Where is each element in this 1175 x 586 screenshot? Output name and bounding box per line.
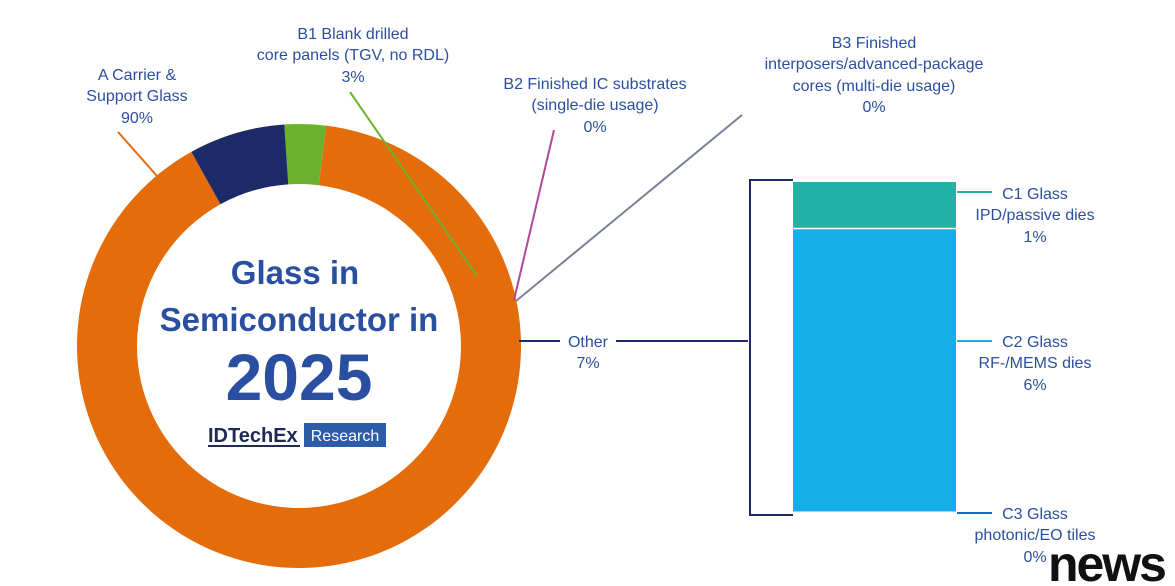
label-b1-value: 3% [341,69,364,86]
title-line-1: Glass in [231,254,359,291]
donut-chart [76,124,521,568]
leader-line-b3 [515,114,743,302]
label-other-value: 7% [576,355,599,372]
logo-brand-name: IDTechEx [208,425,298,447]
label-c3-line-1: C3 Glass [1002,506,1068,523]
label-c1-value: 1% [1023,229,1046,246]
label-other-line-1: Other [568,334,609,351]
leader-line-b1 [349,91,478,277]
label-c1: C1 Glass IPD/passive dies 1% [975,186,1094,246]
idtechex-logo: IDTechEx Research [208,423,386,447]
label-b1-line-1: B1 Blank drilled [297,26,408,43]
bar-segment-c1 [793,182,956,228]
label-b2-line-2: (single-die usage) [531,97,658,114]
label-c3: C3 Glass photonic/EO tiles 0% [975,506,1096,566]
news-watermark: news [1048,536,1165,586]
label-c1-line-2: IPD/passive dies [975,207,1094,224]
slice-b3-finished-interposers [284,124,289,185]
label-b2-value: 0% [583,119,606,136]
label-other: Other 7% [568,334,609,372]
label-b3-line-1: B3 Finished [832,35,917,52]
label-c3-value: 0% [1023,549,1046,566]
label-b1: B1 Blank drilled core panels (TGV, no RD… [257,26,449,86]
label-c3-line-2: photonic/EO tiles [975,527,1096,544]
title-year: 2025 [226,340,373,414]
label-b3-line-3: cores (multi-die usage) [793,78,956,95]
label-b2: B2 Finished IC substrates (single-die us… [503,76,686,136]
breakdown-bracket [749,179,793,516]
label-b1-line-2: core panels (TGV, no RDL) [257,47,449,64]
other-breakdown-bar [793,182,956,512]
slice-other [191,124,289,205]
label-a-line-1: A Carrier & [98,67,177,84]
label-c1-line-1: C1 Glass [1002,186,1068,203]
logo-tag-box [304,423,386,447]
label-b3-line-2: interposers/advanced-package [765,56,984,73]
label-b2-line-1: B2 Finished IC substrates [503,76,686,93]
label-b3: B3 Finished interposers/advanced-package… [765,35,984,116]
label-c2-line-1: C2 Glass [1002,334,1068,351]
leader-lines [117,91,748,342]
leader-line-a [117,131,158,177]
label-a-line-2: Support Glass [86,88,187,105]
slice-b1-blank-drilled-core [284,124,327,186]
bar-segment-c2 [793,229,956,512]
label-a: A Carrier & Support Glass 90% [86,67,187,127]
label-c2-line-2: RF-/MEMS dies [979,355,1092,372]
logo-brand-tag: Research [311,428,379,445]
center-title: Glass in Semiconductor in 2025 [160,254,439,414]
label-a-value: 90% [121,110,153,127]
label-c2-value: 6% [1023,377,1046,394]
label-c2: C2 Glass RF-/MEMS dies 6% [979,334,1092,394]
label-b3-value: 0% [862,99,885,116]
title-line-2: Semiconductor in [160,301,439,338]
leader-line-b2 [513,129,555,301]
